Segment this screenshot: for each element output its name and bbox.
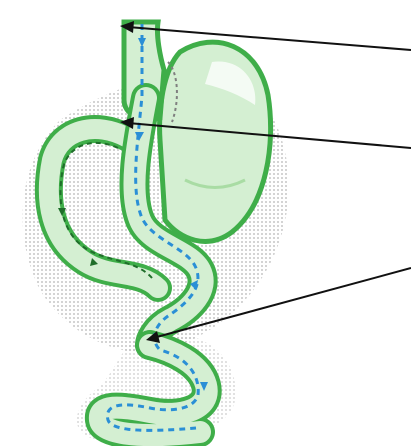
pointer-top: [120, 21, 411, 50]
